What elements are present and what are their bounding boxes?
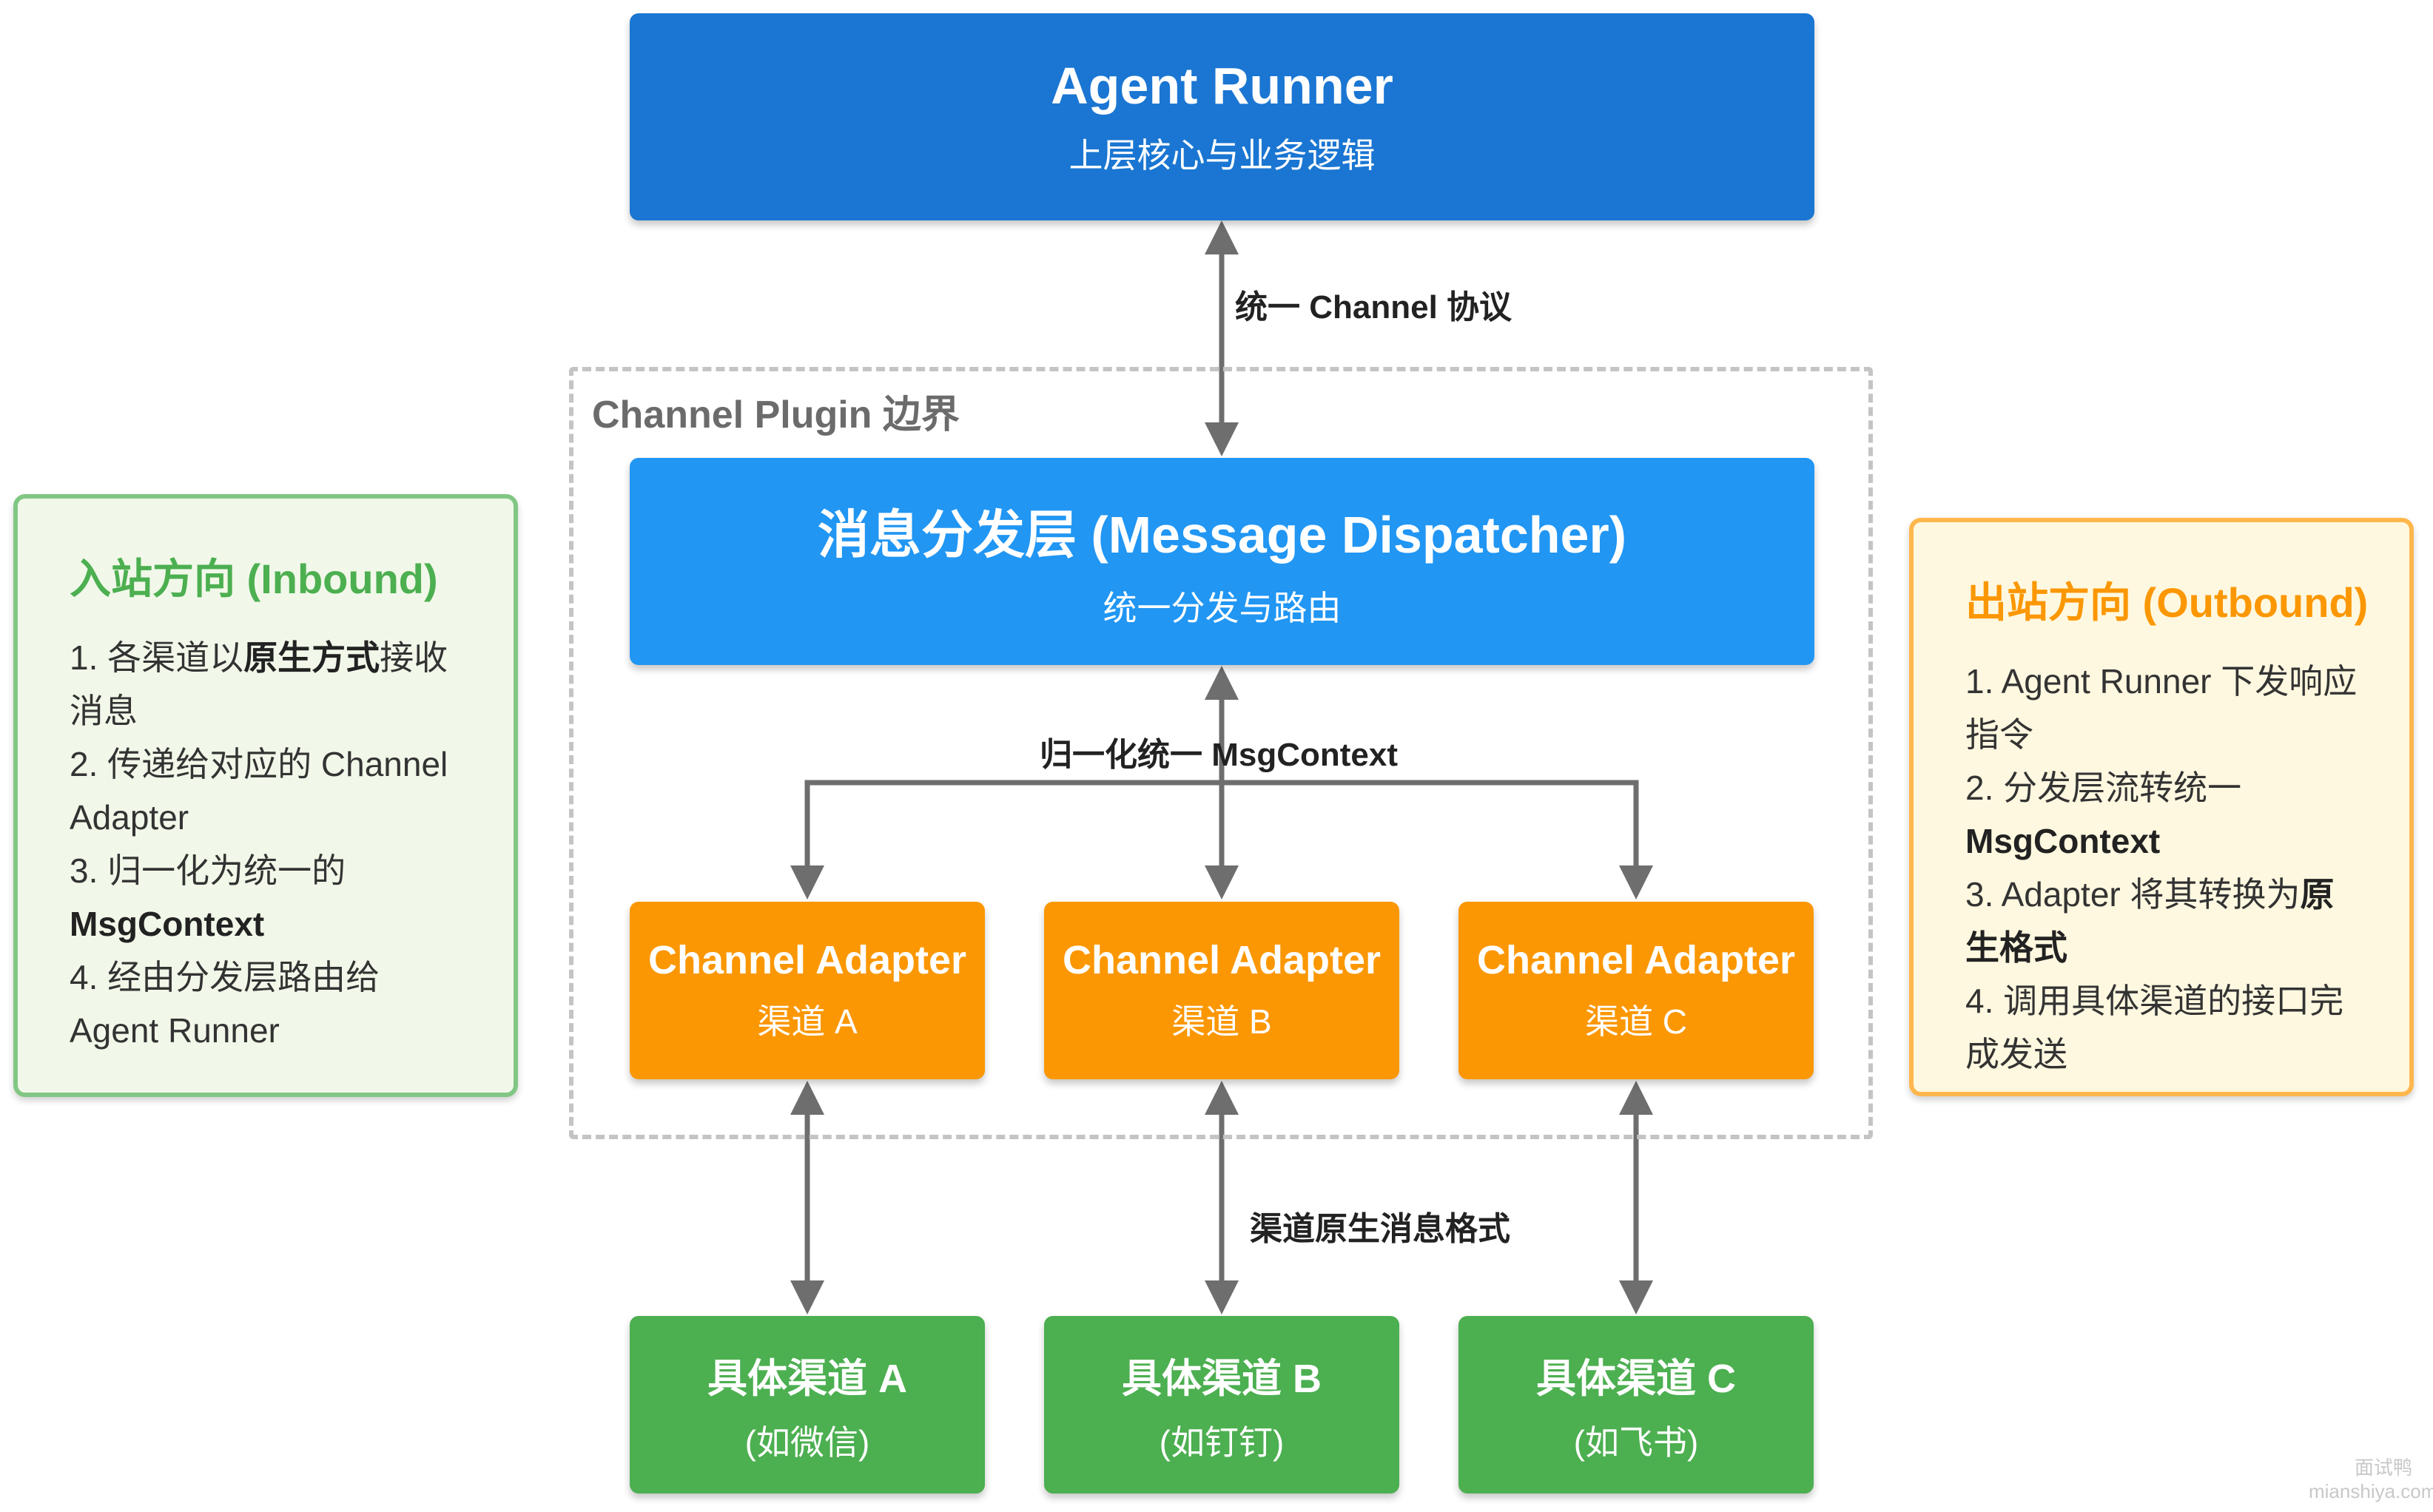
native-format-edge-label: 渠道原生消息格式 — [1250, 1211, 1510, 1247]
watermark-line: mianshiya.com — [2309, 1480, 2433, 1502]
channel-plugin-boundary — [569, 367, 1873, 1139]
inbound-steps: 1. 各渠道以原生方式接收消息 2. 传递给对应的 Channel Adapte… — [70, 631, 469, 1057]
arrowhead-down-dispatcher — [1205, 422, 1239, 456]
outbound-title: 出站方向 (Outbound) — [1965, 579, 2369, 626]
normalize-edge-label: 归一化统一 MsgContext — [1040, 737, 1398, 773]
channel-adapter-c-node: Channel Adapter 渠道 C — [1458, 902, 1814, 1079]
step-text: 1. Agent Runner 下发响应指令 — [1965, 662, 2358, 754]
inbound-title: 入站方向 (Inbound) — [70, 556, 438, 602]
concrete-channel-a-title: 具体渠道 A — [707, 1356, 907, 1401]
channel-plugin-boundary-label: Channel Plugin 边界 — [592, 394, 960, 436]
message-dispatcher-title: 消息分发层 (Message Dispatcher) — [817, 505, 1627, 564]
arrowhead-up-adapter-b — [1205, 1081, 1239, 1115]
channel-adapter-b-node: Channel Adapter 渠道 B — [1044, 902, 1399, 1079]
fanout-bus-connector — [804, 780, 1639, 880]
step-text: 3. Adapter 将其转换为 — [1965, 875, 2301, 914]
step-emphasis: 原生格式 — [1965, 875, 2335, 967]
channel-adapter-a-node: Channel Adapter 渠道 A — [630, 902, 985, 1079]
arrowhead-up-dispatcher — [1205, 666, 1239, 700]
arrowhead-down-channel-c — [1619, 1280, 1653, 1314]
inbound-panel: 入站方向 (Inbound) 1. 各渠道以原生方式接收消息 2. 传递给对应的… — [13, 494, 518, 1097]
channel-adapter-a-title: Channel Adapter — [647, 938, 967, 982]
arrowhead-down-channel-a — [790, 1280, 824, 1314]
concrete-channel-c-subtitle: (如飞书) — [1573, 1422, 1699, 1462]
inbound-step: 3. 归一化为统一的 MsgContext — [70, 844, 469, 951]
message-dispatcher-subtitle: 统一分发与路由 — [1103, 588, 1342, 627]
step-emphasis: MsgContext — [1965, 822, 2161, 860]
concrete-channel-a-subtitle: (如微信) — [744, 1422, 870, 1462]
concrete-channel-a-node: 具体渠道 A (如微信) — [630, 1316, 985, 1494]
step-text: 2. 传递给对应的 Channel Adapter — [70, 745, 448, 837]
concrete-channel-c-node: 具体渠道 C (如飞书) — [1458, 1316, 1814, 1494]
inbound-step: 1. 各渠道以原生方式接收消息 — [70, 631, 469, 738]
outbound-step: 3. Adapter 将其转换为原生格式 — [1965, 868, 2365, 974]
inbound-step: 4. 经由分发层路由给 Agent Runner — [70, 951, 469, 1057]
step-text: 3. 归一化为统一的 — [70, 851, 346, 890]
concrete-channel-c-title: 具体渠道 C — [1536, 1356, 1736, 1401]
arrowhead-down-channel-b — [1205, 1280, 1239, 1314]
watermark: 面试鸭 mianshiya.com — [2309, 1456, 2433, 1503]
step-emphasis: 原生方式 — [243, 638, 380, 677]
concrete-channel-b-subtitle: (如钉钉) — [1159, 1422, 1285, 1462]
arrowhead-down-adapter-c — [1619, 865, 1653, 900]
step-text: 接收消息 — [70, 638, 448, 730]
step-emphasis: MsgContext — [70, 905, 265, 943]
arrowhead-up-adapter-a — [790, 1081, 824, 1115]
channel-adapter-c-title: Channel Adapter — [1476, 938, 1796, 982]
inbound-step: 2. 传递给对应的 Channel Adapter — [70, 738, 469, 844]
protocol-edge-label: 统一 Channel 协议 — [1235, 289, 1512, 325]
channel-adapter-a-subtitle: 渠道 A — [757, 1002, 858, 1041]
message-dispatcher-node: 消息分发层 (Message Dispatcher) 统一分发与路由 — [630, 458, 1814, 665]
arrowhead-down-adapter-b — [1205, 865, 1239, 900]
agent-runner-title: Agent Runner — [1051, 57, 1393, 115]
arrowhead-up-adapter-c — [1619, 1081, 1653, 1115]
concrete-channel-b-node: 具体渠道 B (如钉钉) — [1044, 1316, 1399, 1494]
outbound-step: 4. 调用具体渠道的接口完成发送 — [1965, 974, 2365, 1081]
agent-runner-subtitle: 上层核心与业务逻辑 — [1069, 136, 1376, 175]
outbound-step: 2. 分发层流转统一 MsgContext — [1965, 761, 2365, 868]
watermark-line: 面试鸭 — [2354, 1457, 2412, 1479]
arrowhead-up-runner — [1205, 220, 1239, 254]
step-text: 2. 分发层流转统一 — [1965, 769, 2242, 807]
outbound-panel: 出站方向 (Outbound) 1. Agent Runner 下发响应指令 2… — [1909, 518, 2414, 1096]
concrete-channel-b-title: 具体渠道 B — [1122, 1356, 1322, 1401]
outbound-step: 1. Agent Runner 下发响应指令 — [1965, 655, 2365, 761]
outbound-steps: 1. Agent Runner 下发响应指令 2. 分发层流转统一 MsgCon… — [1965, 655, 2365, 1081]
step-text: 1. 各渠道以 — [70, 638, 244, 677]
step-text: 4. 经由分发层路由给 Agent Runner — [70, 958, 380, 1050]
channel-adapter-b-title: Channel Adapter — [1062, 938, 1382, 982]
channel-adapter-c-subtitle: 渠道 C — [1585, 1002, 1687, 1041]
arrowhead-down-adapter-a — [790, 865, 824, 900]
step-text: 4. 调用具体渠道的接口完成发送 — [1965, 982, 2344, 1073]
agent-runner-node: Agent Runner 上层核心与业务逻辑 — [630, 13, 1814, 220]
channel-adapter-b-subtitle: 渠道 B — [1171, 1002, 1272, 1041]
